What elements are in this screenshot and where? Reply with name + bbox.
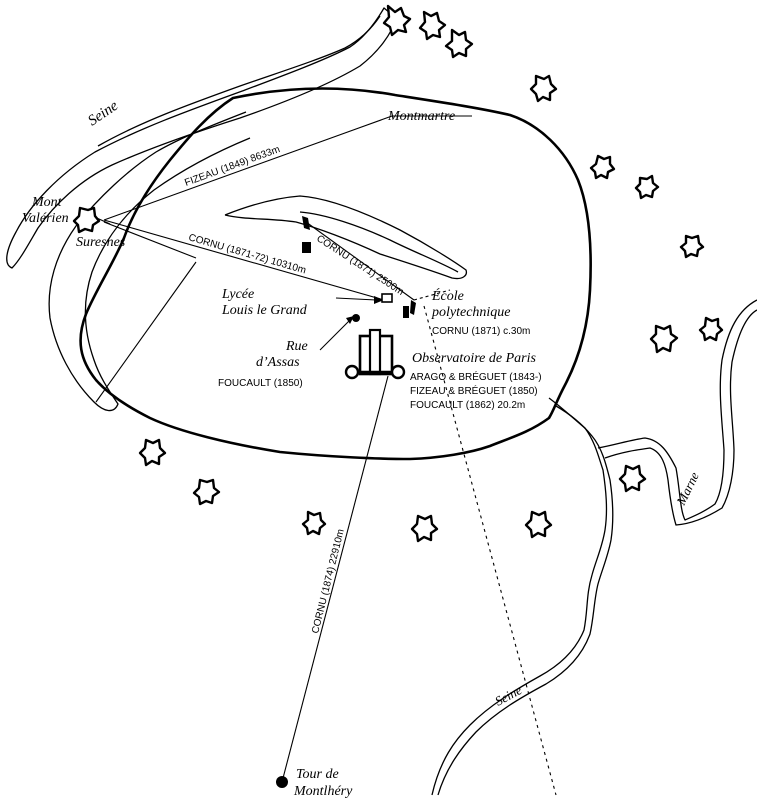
fort-icon [529, 74, 558, 103]
fort-icon [679, 234, 705, 259]
site-marker-icon [403, 300, 416, 318]
label-tour-2: Montlhéry [293, 784, 353, 799]
inner-boulevard [224, 195, 468, 280]
fort-icon [410, 514, 439, 543]
ray-fizeau-1849 [103, 115, 393, 221]
label-cornu-1871-72: CORNU (1871-72) 10310m [187, 232, 307, 276]
city-walls-outer [79, 87, 592, 461]
label-cornu-1874: CORNU (1874) 22910m [310, 528, 347, 635]
label-seine-south: Seine [492, 682, 524, 709]
fort-icon [138, 438, 167, 467]
pointer-lycee [335, 297, 377, 301]
fort-icon [192, 478, 221, 506]
fort-icon [524, 510, 553, 539]
ray-valerien-river [95, 261, 197, 403]
ray-polytechnique-dash [413, 289, 451, 301]
label-cornu-1871-30: CORNU (1871) c.30m [432, 326, 530, 337]
fort-icon [698, 316, 724, 342]
label-tour-1: Tour de [296, 767, 339, 782]
label-observatoire: Observatoire de Paris [412, 351, 536, 366]
fort-icon [418, 10, 447, 41]
fort-icon [649, 324, 679, 354]
label-cornu-1871-2500: CORNU (1871) 2500m [314, 233, 405, 298]
label-ecole-2: polytechnique [431, 305, 511, 320]
site-marker-icon [381, 293, 393, 303]
seine-river-north [6, 7, 397, 412]
fort-icon [301, 510, 327, 536]
ray-ecole-south [423, 305, 557, 796]
ray-cornu-1871-72 [103, 219, 385, 301]
label-arago-breguet: ARAGO & BRÉGUET (1843-) [410, 370, 542, 383]
forts [72, 4, 724, 543]
tower-icon [276, 776, 288, 788]
ray-cornu-1874 [281, 375, 389, 783]
seine-river-south [431, 397, 614, 796]
label-mont-valerien-2: Valérien [22, 211, 69, 226]
label-suresnes: Suresnes [76, 235, 126, 250]
site-marker-icon [302, 242, 311, 253]
label-foucault-1850: FOUCAULT (1850) [218, 378, 303, 389]
fort-icon [382, 4, 412, 37]
site-marker-icon [352, 314, 360, 322]
ray-suresnes-seine [103, 221, 197, 259]
ray-cornu-2500 [305, 221, 415, 301]
fort-icon [72, 206, 101, 234]
fort-icon [634, 174, 660, 200]
label-fizeau-1849: FIZEAU (1849) 8633m [183, 144, 281, 189]
label-mont-valerien-1: Mont [31, 195, 63, 210]
label-pointers [319, 296, 384, 351]
label-rue-2: d’Assas [256, 355, 300, 370]
label-lycee-1: Lycée [221, 287, 254, 302]
site-markers [276, 216, 416, 788]
pointer-lycee-arrowhead [374, 296, 384, 304]
label-fizeau-breguet: FIZEAU & BRÉGUET (1850) [410, 384, 538, 397]
observatory-icon [344, 328, 406, 380]
label-lycee-2: Louis le Grand [221, 303, 308, 318]
site-marker-icon [302, 216, 310, 230]
fort-icon [444, 28, 474, 59]
fort-icon [618, 464, 647, 493]
label-montmartre: Montmartre [387, 109, 455, 124]
label-ecole-1: École [431, 287, 464, 304]
pointer-rue-assas [319, 319, 351, 351]
measurement-lines [87, 115, 557, 796]
label-seine-north: Seine [85, 98, 121, 130]
marne-river [597, 299, 757, 526]
fort-icon [589, 154, 616, 180]
label-foucault-1862: FOUCAULT (1862) 20.2m [410, 400, 525, 411]
label-rue-1: Rue [285, 339, 308, 354]
